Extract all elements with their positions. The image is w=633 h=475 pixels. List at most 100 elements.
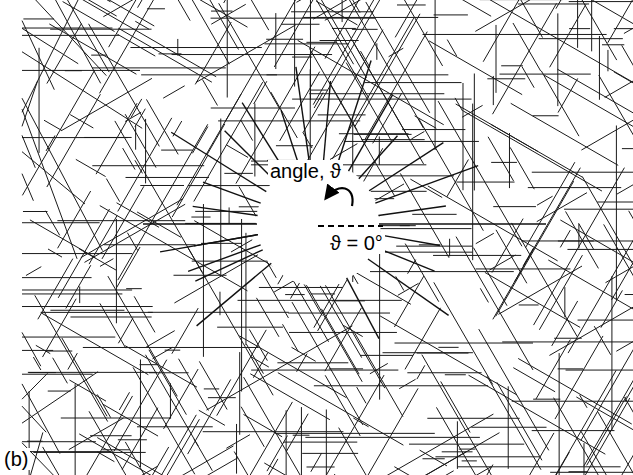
fracture-line [380, 316, 517, 395]
fracture-line [48, 0, 110, 72]
fracture-line [137, 426, 213, 427]
fracture-line [449, 239, 450, 257]
fracture-line [22, 372, 98, 423]
fracture-line [348, 414, 494, 475]
fracture-line [311, 90, 328, 91]
fracture-line [280, 72, 320, 141]
fracture-line [395, 343, 534, 344]
fracture-line [22, 70, 140, 71]
fracture-line [537, 193, 587, 222]
fracture-line [558, 69, 633, 132]
fracture-line [569, 471, 588, 472]
fracture-line [532, 172, 633, 173]
fracture-line [97, 394, 110, 417]
fracture-line [558, 368, 584, 369]
fracture-line [510, 147, 534, 189]
fracture-line [22, 384, 60, 454]
fracture-line [285, 294, 305, 295]
fracture-line [434, 282, 493, 384]
fracture-line [114, 360, 167, 452]
fracture-line [22, 277, 92, 278]
fracture-line [22, 406, 46, 432]
fracture-line [211, 108, 295, 109]
fracture-lines [22, 0, 633, 475]
fracture-line [294, 0, 295, 87]
fracture-line [544, 75, 633, 150]
fracture-line [298, 40, 444, 124]
fracture-line [484, 465, 493, 475]
fracture-line [537, 196, 553, 205]
fracture-line [89, 24, 160, 147]
fracture-line [301, 407, 302, 475]
fracture-line [363, 451, 467, 475]
fracture-line [579, 223, 594, 249]
fracture-line [629, 211, 633, 242]
angle-label: ϑ = 0° [328, 232, 385, 254]
fracture-line [66, 265, 91, 308]
fracture-line [289, 332, 397, 333]
fracture-line [229, 207, 230, 223]
fracture-line [311, 270, 362, 358]
fracture-line [399, 379, 415, 388]
radial-crack [160, 235, 258, 252]
fracture-line [191, 217, 210, 218]
fracture-line [303, 282, 322, 315]
fracture-line [229, 402, 292, 475]
fracture-line [357, 387, 366, 403]
radial-crack [375, 166, 478, 203]
fracture-line [480, 0, 632, 82]
reference-line [318, 225, 383, 227]
fracture-line [239, 352, 240, 435]
fracture-line [334, 474, 343, 475]
fracture-line [254, 104, 255, 177]
fracture-line [616, 302, 633, 352]
fracture-line [566, 370, 633, 371]
fracture-line [306, 42, 336, 43]
fracture-line [219, 292, 220, 315]
fracture-line [509, 133, 510, 188]
fracture-line [33, 357, 41, 370]
fracture-line [270, 183, 289, 215]
fracture-line [313, 0, 400, 105]
fracture-line [22, 306, 153, 307]
fracture-line [84, 204, 185, 262]
fracture-line [226, 435, 250, 449]
fracture-line [169, 0, 190, 21]
fracture-line [188, 379, 231, 454]
fracture-line [264, 43, 348, 44]
fracture-line [459, 0, 491, 16]
fracture-line [395, 0, 444, 37]
fracture-line [493, 76, 494, 105]
fracture-line [47, 24, 82, 84]
fracture-line [571, 0, 633, 69]
fracture-line [100, 303, 126, 348]
fracture-line [439, 467, 492, 475]
fracture-line [47, 94, 101, 187]
fracture-line [568, 210, 633, 353]
fracture-line [475, 0, 548, 31]
fracture-line [447, 159, 469, 196]
fracture-line [26, 267, 41, 276]
fracture-line [122, 408, 158, 470]
fracture-line [622, 45, 633, 120]
fracture-line [383, 352, 473, 353]
fracture-line [22, 253, 132, 254]
fracture-line [22, 441, 96, 442]
fracture-line [126, 288, 142, 289]
fracture-line [125, 112, 141, 121]
fracture-line [152, 347, 172, 358]
fracture-line [103, 404, 158, 436]
fracture-line [370, 271, 514, 272]
fracture-line [434, 14, 468, 15]
fracture-line [75, 384, 76, 475]
fracture-line [303, 0, 390, 132]
fracture-line [194, 221, 275, 268]
fracture-line [445, 374, 466, 375]
fracture-line [48, 249, 62, 257]
fracture-line [501, 65, 523, 66]
fracture-line [61, 418, 171, 419]
fracture-line [313, 0, 411, 19]
fracture-line [140, 359, 141, 467]
fracture-line [559, 353, 560, 475]
fracture-line [224, 0, 243, 3]
